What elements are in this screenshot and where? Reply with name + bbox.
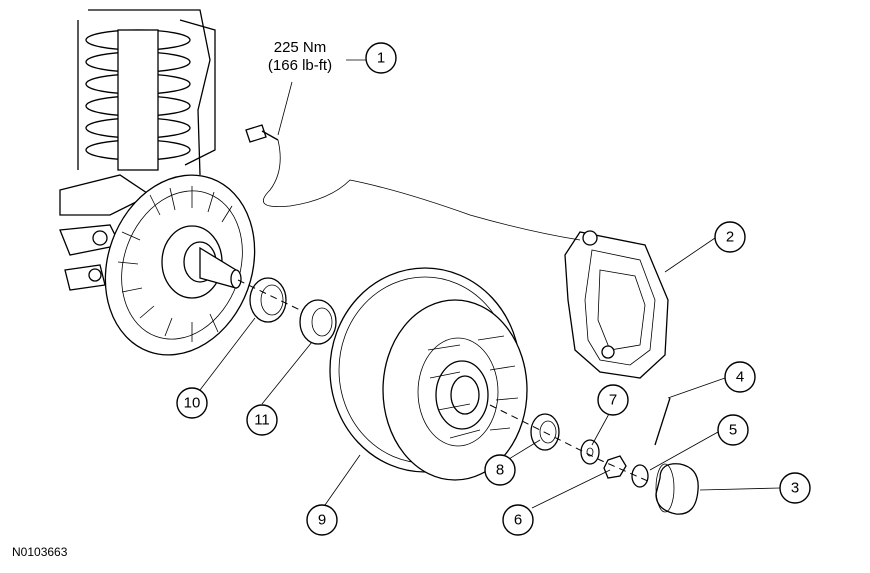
inner-grease-seal	[249, 277, 287, 323]
caliper-bolt	[245, 124, 279, 143]
cotter-pin	[654, 397, 671, 446]
brake-rotor	[329, 267, 528, 481]
callout-label: 10	[184, 395, 201, 412]
callout-6: 6	[502, 504, 534, 536]
callout-label: 8	[496, 462, 504, 479]
retainer	[631, 464, 649, 488]
callout-4: 4	[724, 361, 756, 393]
figure-id: N0103663	[12, 545, 68, 559]
callout-2: 2	[714, 221, 746, 253]
callout-label: 6	[514, 512, 522, 529]
callout-label: 1	[377, 50, 385, 67]
callout-label: 5	[729, 422, 737, 439]
callout-11: 11	[246, 404, 278, 436]
leader-lines	[199, 59, 781, 509]
callout-7: 7	[597, 384, 629, 416]
callout-1: 1	[365, 42, 397, 74]
brake-caliper	[564, 230, 669, 379]
washer	[580, 439, 600, 465]
dust-shield	[104, 174, 256, 356]
assembly-centerline-2	[489, 404, 651, 483]
brake-hose	[263, 139, 581, 241]
torque-spec-imperial: (166 lb-ft)	[268, 57, 332, 74]
callout-5: 5	[717, 414, 749, 446]
coil-spring-assembly	[59, 9, 216, 291]
grease-cap	[655, 463, 699, 515]
callout-label: 9	[318, 512, 326, 529]
callout-10: 10	[176, 387, 208, 419]
callout-8: 8	[484, 454, 516, 486]
torque-spec-metric: 225 Nm	[274, 39, 327, 56]
inner-wheel-bearing	[299, 299, 337, 345]
callout-label: 11	[254, 412, 270, 429]
callout-3: 3	[779, 472, 811, 504]
callout-label: 3	[791, 480, 799, 497]
callout-label: 4	[736, 369, 744, 386]
callout-9: 9	[306, 504, 338, 536]
adjusting-nut	[603, 455, 627, 479]
callout-label: 2	[726, 229, 734, 246]
callout-label: 7	[609, 392, 617, 409]
